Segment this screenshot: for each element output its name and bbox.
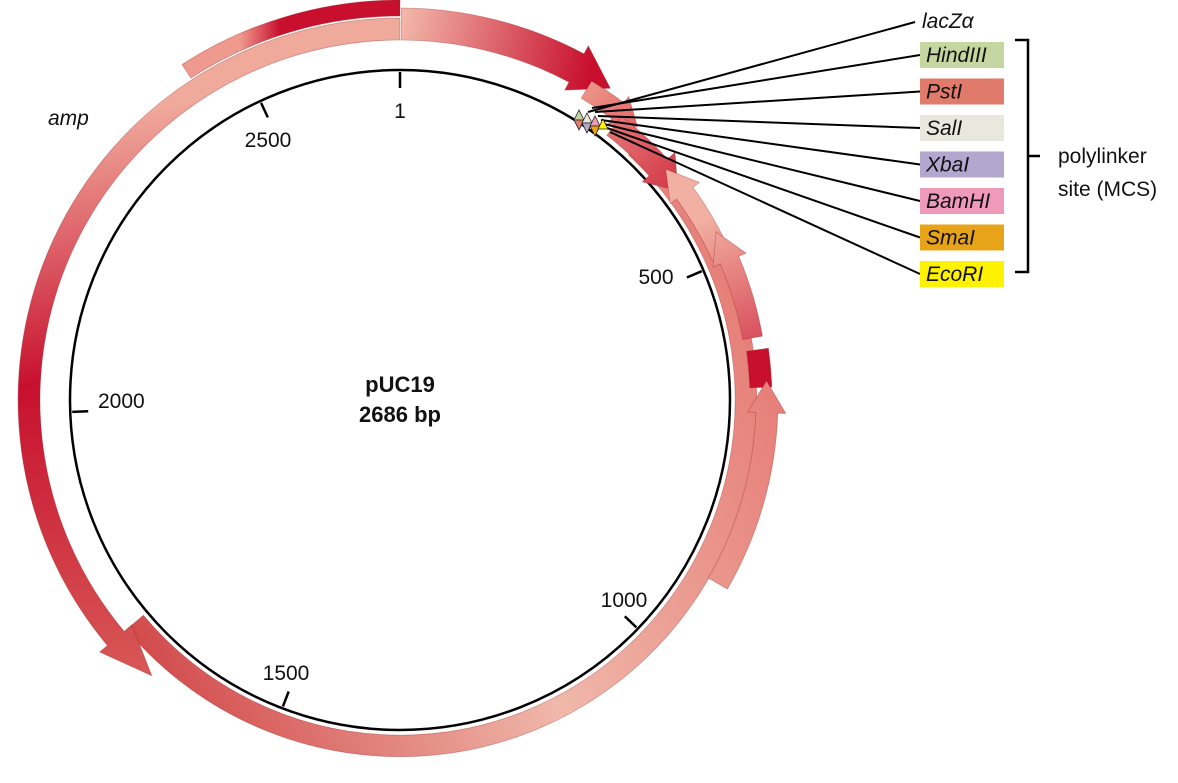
tick-label: 1500 xyxy=(263,662,310,685)
mcs-site-marker xyxy=(573,119,585,131)
tick-mark xyxy=(623,615,638,629)
mcs-bracket xyxy=(1015,38,1040,274)
ori-region-arc xyxy=(125,138,758,758)
tick-mark xyxy=(281,691,290,707)
mcs-site-box xyxy=(920,151,1004,178)
mcs-leader-line xyxy=(600,119,921,166)
mcs-site-label: PstI xyxy=(926,81,962,104)
mcs-site-label: HindIII xyxy=(926,44,987,67)
mcs-site-label: EcoRI xyxy=(926,263,983,286)
plasmid-size: 2686 bp xyxy=(359,402,441,427)
mcs-site-box xyxy=(920,188,1004,214)
mcs-site-marker xyxy=(581,112,593,124)
lacz-label: lacZα xyxy=(922,10,975,33)
mcs-site-marker xyxy=(573,109,585,121)
amp-label: amp xyxy=(48,107,89,130)
tick-label: 1000 xyxy=(601,589,648,612)
tick-mark xyxy=(259,102,269,118)
mcs-site-box xyxy=(920,261,1004,287)
tick-mark xyxy=(686,270,703,279)
tick-label: 1 xyxy=(394,100,406,123)
small-segment xyxy=(746,347,773,389)
mcs-leader-line xyxy=(606,127,921,239)
mcs-leader-line xyxy=(603,123,921,202)
mcs-site-marker xyxy=(581,122,593,134)
feature-arcs xyxy=(17,0,787,758)
lacz-leader-line xyxy=(587,21,916,113)
mcs-site-label: BamHI xyxy=(926,190,990,213)
mcs-site-label: XbaI xyxy=(925,154,969,177)
large-right-arrow xyxy=(707,380,787,590)
mcs-site-marker xyxy=(597,118,609,130)
mcs-site-box xyxy=(920,115,1004,141)
mcs-site-box xyxy=(920,78,1004,105)
mcs-site-label: SalI xyxy=(926,117,962,140)
mcs-label-line1: polylinker xyxy=(1058,145,1147,168)
mcs-site-box xyxy=(920,224,1004,251)
mcs-site-marker xyxy=(589,125,601,137)
mcs-leader-line xyxy=(609,131,921,275)
mcs-label-line2: site (MCS) xyxy=(1058,178,1157,201)
tick-label: 2000 xyxy=(98,390,145,413)
tick-mark xyxy=(72,410,89,414)
small-arrow-2 xyxy=(712,231,763,341)
mcs-site-box xyxy=(920,42,1004,68)
mcs-leader-line xyxy=(597,115,921,129)
mcs-site-label: SmaI xyxy=(926,227,975,250)
amp-upper-strip xyxy=(181,0,401,79)
mcs-site-marker xyxy=(589,115,601,127)
tick-label: 2500 xyxy=(245,129,292,152)
plasmid-circle xyxy=(68,68,732,732)
mcs-leader-line xyxy=(594,90,921,113)
tick-label: 500 xyxy=(638,266,673,289)
lacz-arrow xyxy=(400,7,611,91)
mcs-leader-line xyxy=(591,54,921,109)
small-arrow-1 xyxy=(665,168,732,262)
amp-gene-arrow xyxy=(17,17,401,677)
mcs-group: HindIII PstI SalI XbaI BamHI SmaI EcoRI xyxy=(573,21,1004,287)
plasmid-name: pUC19 xyxy=(365,372,435,397)
